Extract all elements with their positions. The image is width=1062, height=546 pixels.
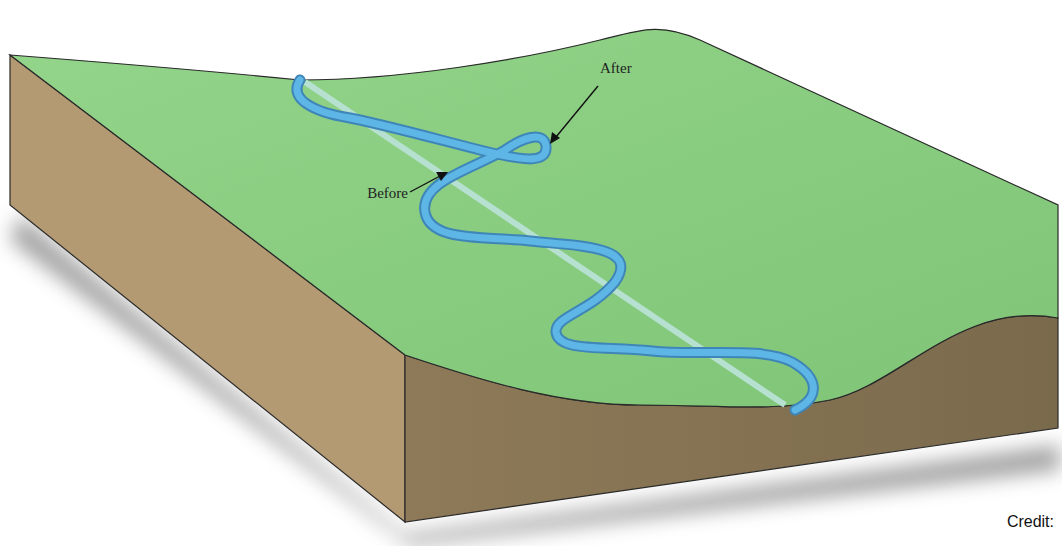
river-label: After [600, 60, 632, 77]
arrowhead [436, 172, 448, 181]
river-label: Before [367, 185, 408, 202]
leader-line [410, 176, 440, 192]
leader-line [556, 86, 598, 137]
credit-label: Credit: [1007, 513, 1054, 531]
arrowhead [550, 132, 560, 144]
river-outline [297, 80, 814, 410]
ground-surface [10, 29, 1058, 407]
meandering-river [297, 80, 814, 410]
